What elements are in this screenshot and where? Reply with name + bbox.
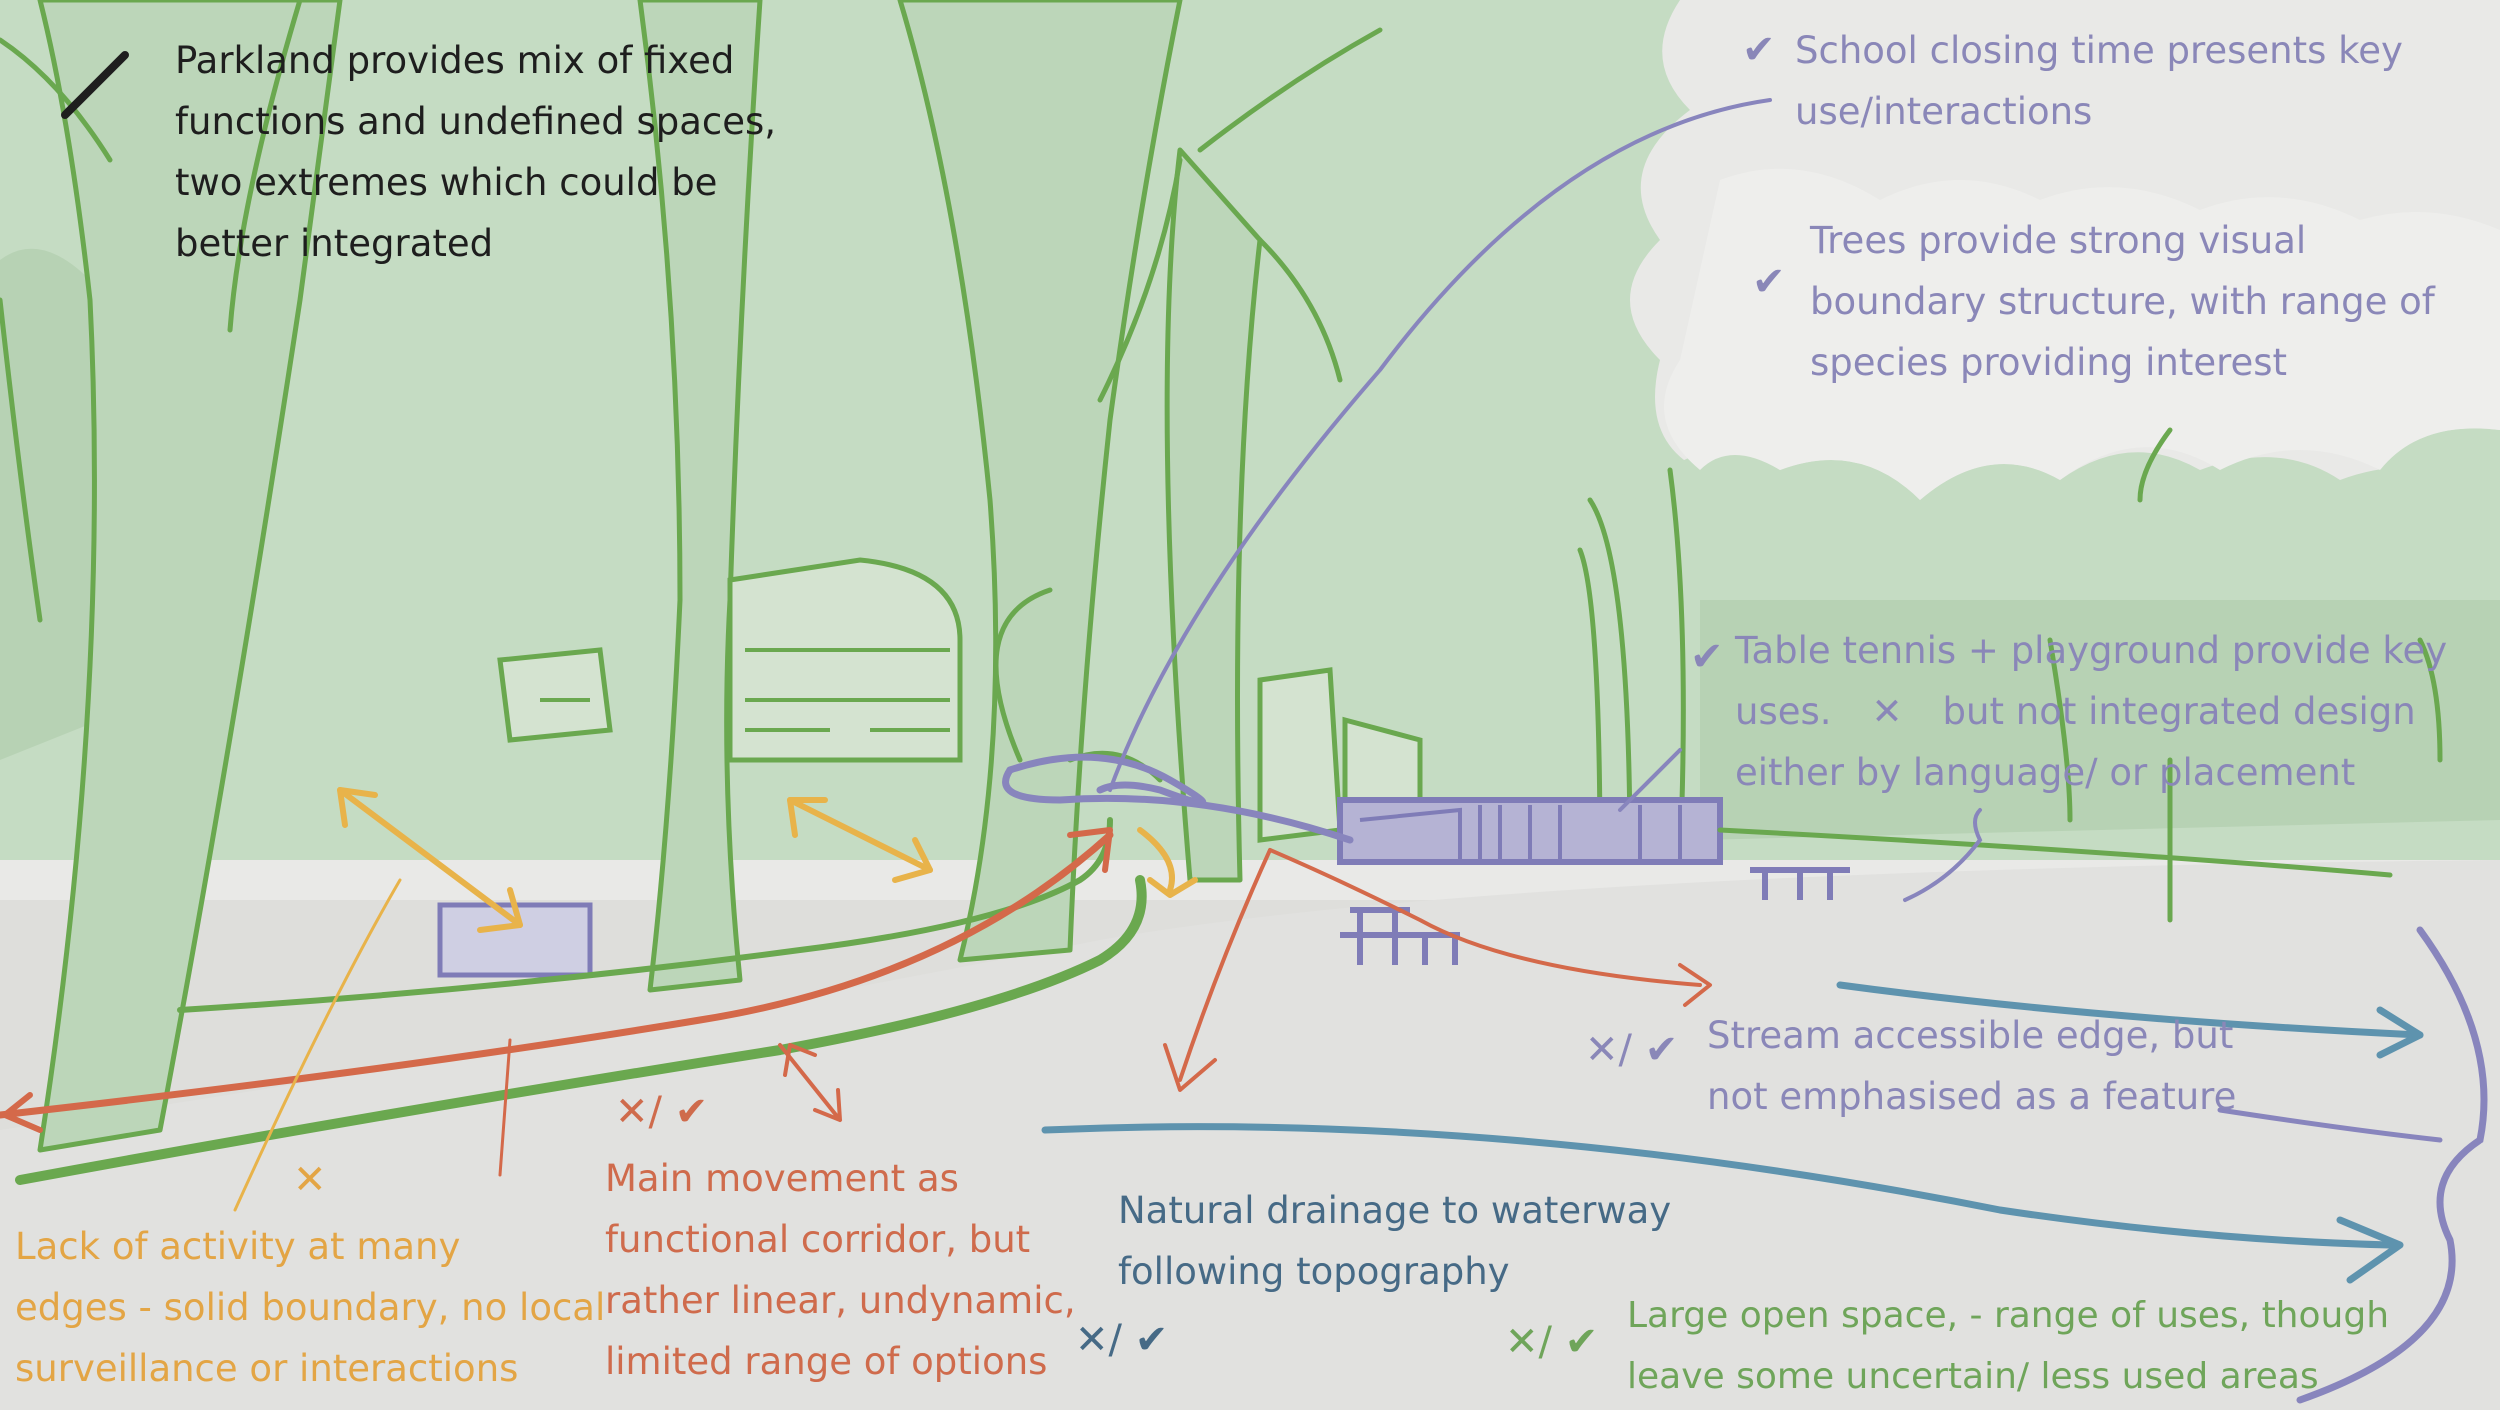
mixed-mark-stream: ✕/ ✔	[1585, 1027, 1679, 1073]
path-edges	[15, 587, 2393, 1185]
building-details	[540, 648, 950, 732]
purple-lines	[1002, 98, 2488, 1404]
clouds	[1664, 168, 2500, 500]
mixed-mark-movement: ✕/ ✔	[615, 1089, 709, 1135]
note-table-tennis-uses: uses.	[1735, 690, 1832, 733]
note-trees-line-2: boundary structure, with range of	[1810, 280, 2435, 323]
note-movement-line-3: rather linear, undynamic,	[605, 1279, 1076, 1322]
note-parkland-line-1: Parkland provides mix of fixed	[175, 39, 735, 82]
note-school-line-1: School closing time presents key	[1795, 29, 2403, 72]
note-stream-line-1: Stream accessible edge, but	[1707, 1014, 2234, 1057]
note-table-tennis-line-2: uses. ✕ but not integrated design	[1735, 681, 2447, 742]
mixed-mark-open-space: ✕/ ✔	[1505, 1319, 1599, 1365]
drainage-arrows	[1041, 981, 2424, 1284]
note-activity-line-2: edges - solid boundary, no local	[15, 1286, 606, 1329]
note-activity: Lack of activity at many edges - solid b…	[15, 1216, 605, 1399]
lawn	[0, 860, 2500, 1410]
note-activity-line-3: surveillance or interactions	[15, 1347, 519, 1390]
note-open-space: Large open space, - range of uses, thoug…	[1627, 1285, 2389, 1407]
note-drainage: Natural drainage to waterway following t…	[1118, 1180, 1671, 1302]
note-table-tennis: Table tennis + playground provide key us…	[1735, 620, 2447, 803]
note-school: School closing time presents key use/int…	[1795, 20, 2403, 142]
note-stroke	[61, 51, 129, 119]
tree-trunks	[37, 0, 1263, 1153]
cross-mark-table-tennis: ✕	[1871, 690, 1903, 733]
note-stream: Stream accessible edge, but not emphasis…	[1707, 1005, 2236, 1127]
tick-mark-table-tennis: ✔	[1690, 634, 1724, 680]
note-parkland-line-3: two extremes which could be	[175, 161, 718, 204]
tree-branches	[0, 0, 2443, 923]
note-trees-line-3: species providing interest	[1810, 341, 2288, 384]
note-parkland: Parkland provides mix of fixed functions…	[175, 30, 776, 274]
note-stream-line-2: not emphasised as a feature	[1707, 1075, 2237, 1118]
note-open-space-line-2: leave some uncertain/ less used areas	[1627, 1356, 2319, 1397]
note-drainage-line-2: following topography	[1118, 1250, 1510, 1293]
note-movement-line-1: Main movement as	[605, 1157, 959, 1200]
note-trees: Trees provide strong visual boundary str…	[1810, 210, 2435, 393]
cross-mark-activity: ✕	[293, 1157, 327, 1203]
note-school-line-2: use/interactions	[1795, 90, 2093, 133]
note-table-tennis-but: but not integrated design	[1942, 690, 2416, 733]
note-drainage-line-1: Natural drainage to waterway	[1118, 1189, 1672, 1232]
note-table-tennis-line-1: Table tennis + playground provide key	[1735, 629, 2448, 672]
note-movement-line-4: limited range of options	[605, 1340, 1048, 1383]
buildings	[497, 557, 1423, 843]
note-trees-line-1: Trees provide strong visual	[1810, 219, 2307, 262]
activity-arrows	[233, 787, 1198, 1212]
movement-arrows	[0, 827, 1712, 1177]
note-activity-line-1: Lack of activity at many	[15, 1225, 461, 1268]
tick-mark-trees: ✔	[1752, 259, 1786, 305]
note-table-tennis-line-3: either by language/ or placement	[1735, 751, 2356, 794]
note-movement-line-2: functional corridor, but	[605, 1218, 1031, 1261]
mixed-mark-drainage: ✕/ ✔	[1075, 1317, 1169, 1363]
note-movement: Main movement as functional corridor, bu…	[605, 1148, 1076, 1392]
note-parkland-line-2: functions and undefined spaces,	[175, 100, 777, 143]
tick-mark-school: ✔	[1742, 27, 1776, 73]
note-parkland-line-4: better integrated	[175, 222, 494, 265]
note-open-space-line-1: Large open space, - range of uses, thoug…	[1627, 1295, 2390, 1336]
